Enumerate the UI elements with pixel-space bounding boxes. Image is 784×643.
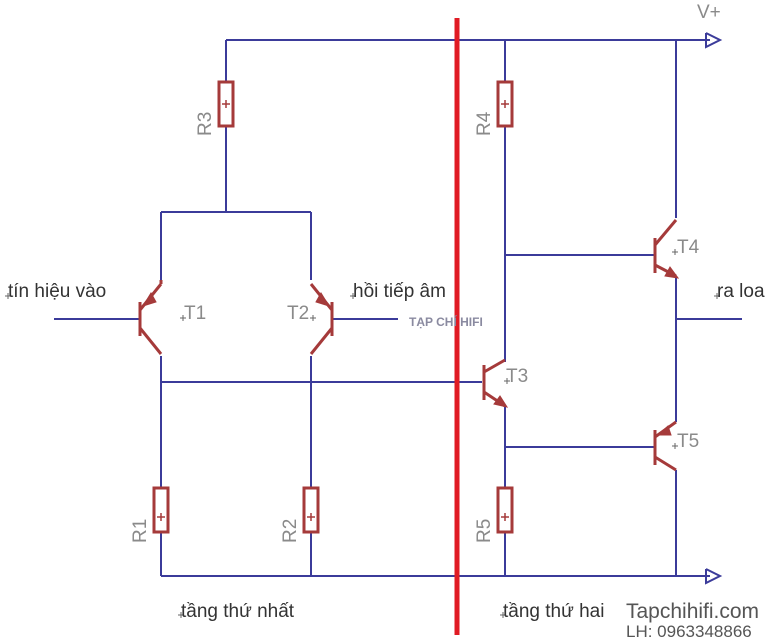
site-watermark: Tapchihifi.com [626, 600, 759, 623]
resistor-r3 [217, 80, 235, 128]
r3-label: R3 [195, 112, 216, 136]
vplus-label: V+ [697, 2, 721, 23]
t4-label: T4 [677, 237, 700, 258]
stage2-label: tầng thứ hai [503, 601, 604, 622]
t3-label: T3 [506, 366, 528, 387]
output-label: ra loa [717, 281, 765, 302]
r2-label: R2 [280, 519, 301, 543]
r1-label: R1 [130, 519, 151, 543]
feedback-label: hồi tiếp âm [353, 281, 446, 302]
transistor-t3 [482, 358, 509, 408]
r4-label: R4 [474, 111, 495, 136]
t1-label: T1 [184, 303, 206, 324]
transistor-t5 [653, 420, 677, 472]
resistor-r1 [152, 486, 170, 534]
stage1-label: tầng thứ nhất [181, 601, 295, 622]
wires [54, 32, 742, 585]
contact-watermark: LH: 0963348866 [626, 622, 752, 641]
resistor-r4 [496, 80, 514, 128]
resistor-r5 [496, 486, 514, 534]
resistor-r2 [302, 486, 320, 534]
transistor-t2 [309, 283, 334, 355]
transistor-t4 [653, 219, 680, 279]
t5-label: T5 [677, 431, 699, 452]
t2-label: T2 [287, 303, 309, 324]
label-ticks [5, 249, 720, 618]
transistor-t1 [138, 280, 163, 355]
r5-label: R5 [474, 519, 495, 543]
center-watermark: TẠP CHÍ HIFI [409, 314, 483, 329]
input-label: tín hiệu vào [8, 281, 106, 302]
